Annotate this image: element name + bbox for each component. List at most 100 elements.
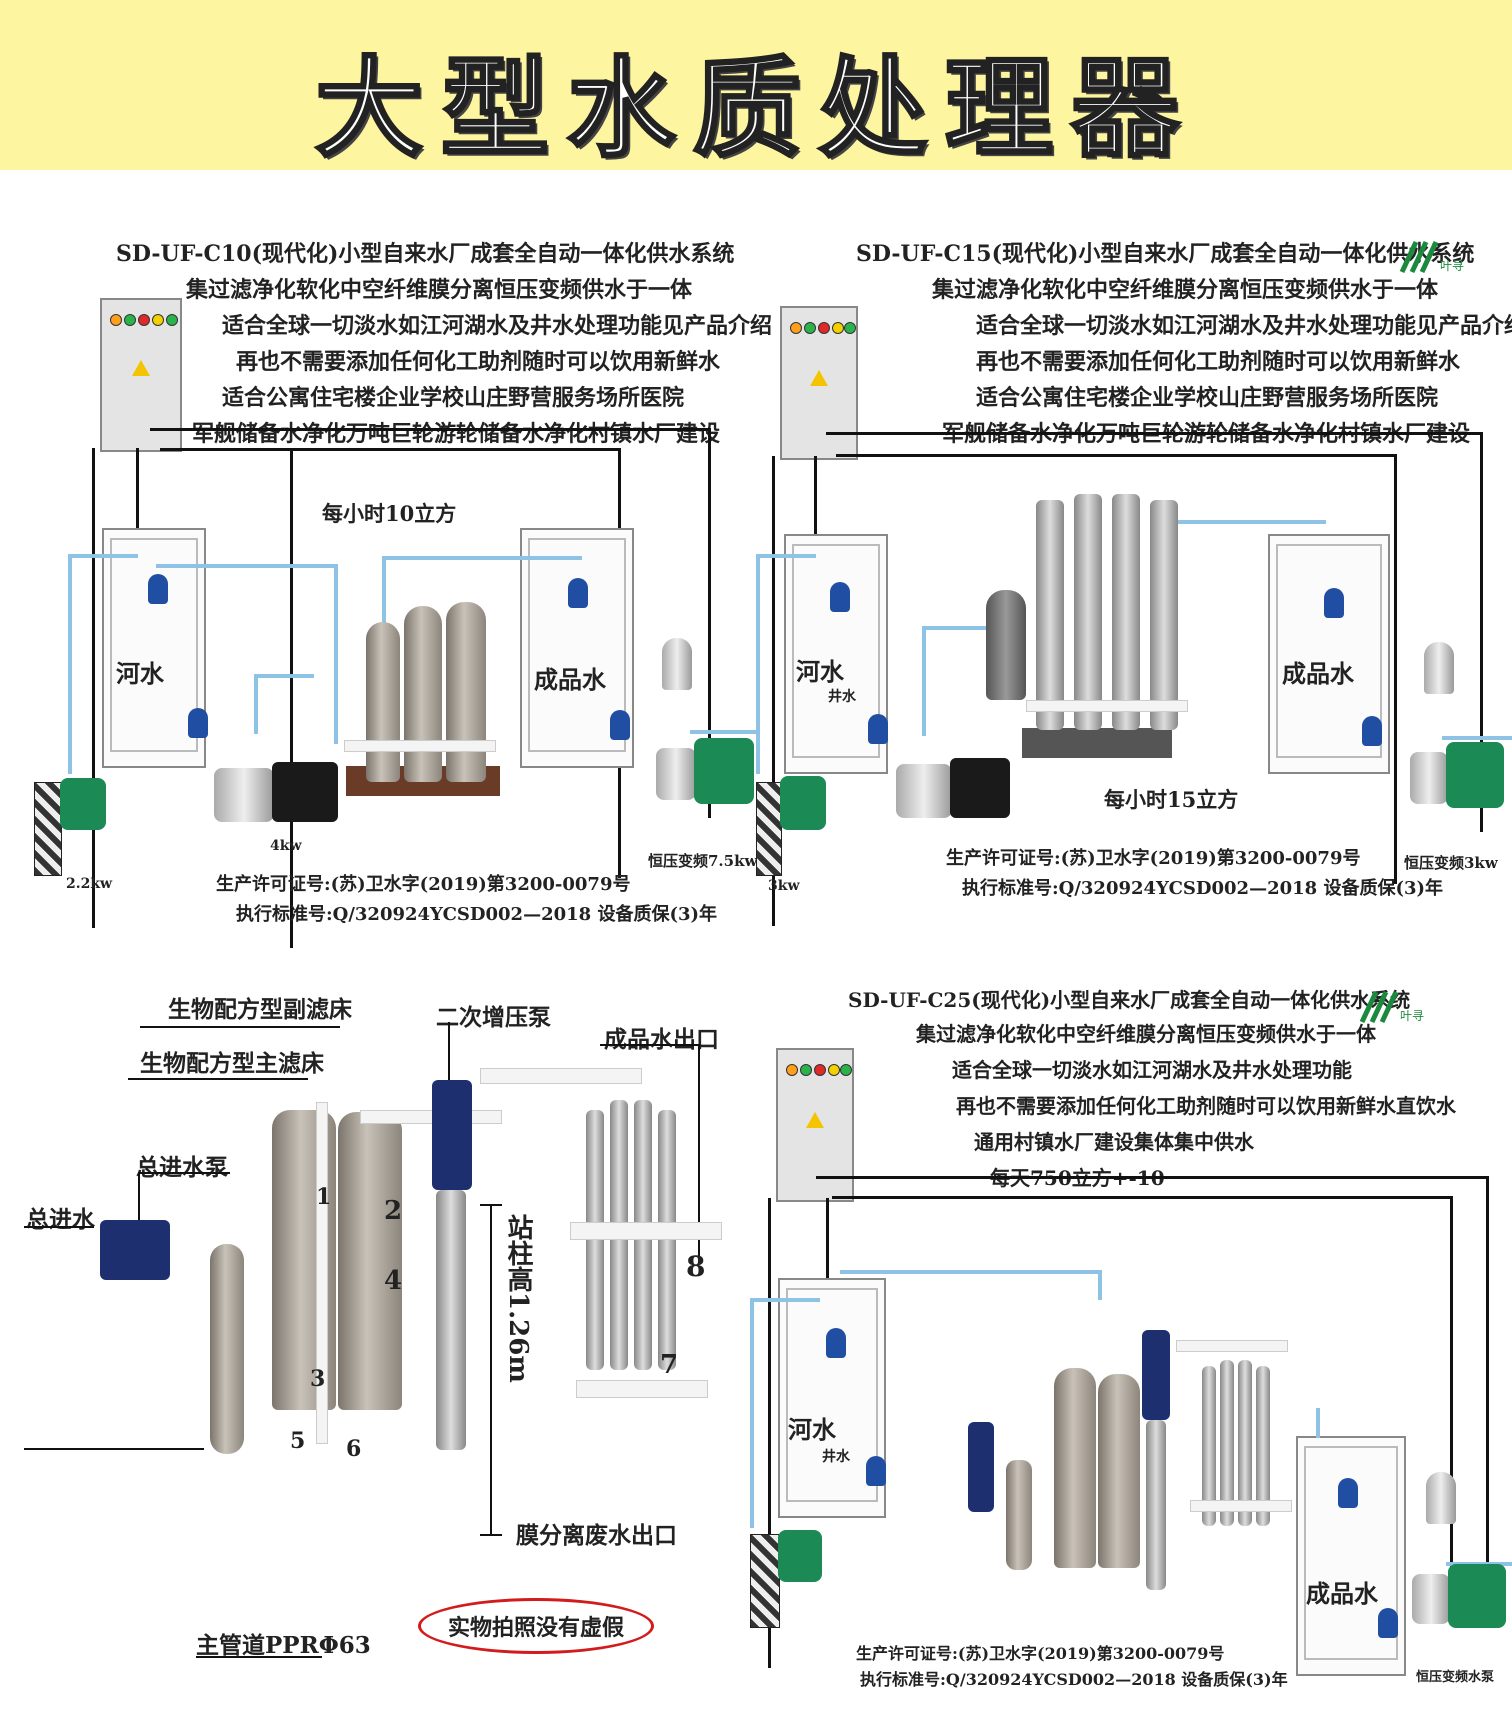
constant-pressure-pump-motor (694, 738, 754, 804)
tank-inner (1276, 544, 1382, 758)
equipment-frame (1022, 728, 1172, 758)
part-number-4: 4 (384, 1266, 403, 1296)
tank-inner (1304, 1446, 1398, 1660)
indicator-lamp (814, 1064, 826, 1076)
tank-inner (792, 544, 880, 758)
control-wire (832, 1196, 1452, 1199)
control-box (100, 298, 182, 452)
booster-pump (896, 764, 952, 818)
constant-pressure-pump-motor (1446, 742, 1504, 808)
panel-c25: SD-UF-C25(现代化)小型自来水厂成套全自动一体化供水系统 集过滤净化软化… (750, 960, 1512, 1719)
tank-inner (110, 538, 198, 752)
product-water-tank: 成品水 (1268, 534, 1390, 774)
river-water-tank: 河水 井水 (784, 534, 888, 774)
control-wire (150, 428, 710, 431)
column-height-label: 站柱高1.26m (503, 1214, 533, 1383)
part-number-1: 1 (316, 1184, 332, 1210)
float-switch (148, 574, 168, 604)
control-wire (92, 448, 95, 928)
panel1-line-4: 再也不需要添加任何化工助剂随时可以饮用新鲜水 (236, 349, 721, 375)
main-pipe-label: 主管道PPRΦ63 (196, 1632, 371, 1659)
inlet-pump (780, 776, 826, 830)
water-pipe (68, 554, 138, 558)
panel1-line-3: 适合全球一切淡水如江河湖水及井水处理功能见产品介绍 (222, 313, 773, 339)
pump-power-label: 恒压变频3kw (1404, 854, 1498, 872)
uf-membrane (1036, 500, 1064, 730)
constant-pressure-pump (1410, 752, 1448, 804)
pump-power-label: 恒压变频水泵 (1416, 1670, 1495, 1685)
water-pipe (756, 554, 760, 774)
control-wire (1450, 1196, 1453, 1616)
control-box (780, 306, 858, 460)
warning-icon (810, 370, 828, 386)
sub-filter-vessel (1098, 1374, 1140, 1568)
water-pipe (334, 564, 338, 744)
part-number-3: 3 (310, 1366, 326, 1392)
indicator-lamp (840, 1064, 852, 1076)
booster-label: 二次增压泵 (436, 1004, 551, 1031)
indicator-lamp (804, 322, 816, 334)
booster-pump (968, 1422, 994, 1512)
license-number: 生产许可证号:(苏)卫水字(2019)第3200-0079号 (856, 1644, 1225, 1663)
pre-filter-vessel (210, 1244, 244, 1454)
panel-photo: 生物配方型副滤床 生物配方型主滤床 二次增压泵 成品水出口 总进水泵 总进水 膜… (0, 960, 756, 1719)
tank-label: 成品水 (1306, 1579, 1378, 1608)
tank-label: 河水 (796, 657, 844, 686)
warning-icon (806, 1112, 824, 1128)
indicator-lamp (166, 314, 178, 326)
uf-membrane (658, 1110, 676, 1370)
water-pipe (690, 730, 756, 734)
part-number-7: 7 (660, 1350, 679, 1380)
panel1-line-6: 军舰储备水净化万吨巨轮游轮储备水净化村镇水厂建设 (192, 421, 721, 447)
float-switch (868, 714, 888, 744)
standard-number: 执行标准号:Q/320924YCSD002—2018 设备质保(3)年 (962, 878, 1444, 899)
panel-c10: SD-UF-C10(现代化)小型自来水厂成套全自动一体化供水系统 集过滤净化软化… (0, 170, 772, 948)
indicator-lamp (152, 314, 164, 326)
float-switch (830, 582, 850, 612)
real-photo-text: 实物拍照没有虚假 (448, 1615, 625, 1641)
indicator-lamp (800, 1064, 812, 1076)
leader-line (698, 1044, 700, 1264)
float-switch (866, 1456, 886, 1486)
control-wire (1394, 454, 1397, 884)
control-wire (290, 448, 293, 948)
constant-pressure-pump (1412, 1574, 1450, 1624)
panel2-line-5: 适合公寓住宅楼企业学校山庄野营服务场所医院 (976, 385, 1439, 411)
pressure-tank (1426, 1472, 1456, 1524)
control-wire (826, 432, 1482, 435)
panel1-line-5: 适合公寓住宅楼企业学校山庄野营服务场所医院 (222, 385, 685, 411)
sub-filter-vessel (338, 1112, 402, 1410)
inlet-pump (100, 1220, 170, 1280)
pvc-pipe (570, 1222, 722, 1240)
tank-inner (528, 538, 626, 752)
leader-line (24, 1448, 204, 1450)
river-water-tank: 河水 井水 (778, 1278, 886, 1518)
capacity-label: 每小时10立方 (322, 501, 457, 526)
standard-number: 执行标准号:Q/320924YCSD002—2018 设备质保(3)年 (860, 1670, 1288, 1689)
water-pipe (1442, 736, 1512, 740)
cartridge-filter (1006, 1460, 1032, 1570)
waste-outlet-label: 膜分离废水出口 (516, 1522, 677, 1549)
uf-membrane (1202, 1366, 1216, 1526)
indicator-lamp (786, 1064, 798, 1076)
pressure-tank (662, 638, 692, 690)
water-pipe (750, 1298, 820, 1302)
part-number-6: 6 (346, 1436, 362, 1462)
water-pipe (756, 554, 816, 558)
tank-label: 河水 (788, 1415, 836, 1444)
water-pipe (1176, 520, 1326, 524)
pvc-pipe (344, 740, 496, 752)
outlet-label: 成品水出口 (604, 1026, 719, 1053)
logo-text: 叶寻 (1440, 259, 1464, 273)
uf-membrane (1074, 494, 1102, 730)
control-wire (768, 1198, 771, 1668)
booster-pump (432, 1080, 472, 1190)
tank-label: 成品水 (534, 665, 606, 694)
main-filter-vessel (1054, 1368, 1096, 1568)
water-pipe (382, 556, 386, 646)
booster-pump (1142, 1330, 1170, 1420)
float-switch (610, 710, 630, 740)
uf-membrane (1220, 1360, 1234, 1526)
water-pipe (156, 564, 336, 568)
filter-vessel (446, 602, 486, 782)
